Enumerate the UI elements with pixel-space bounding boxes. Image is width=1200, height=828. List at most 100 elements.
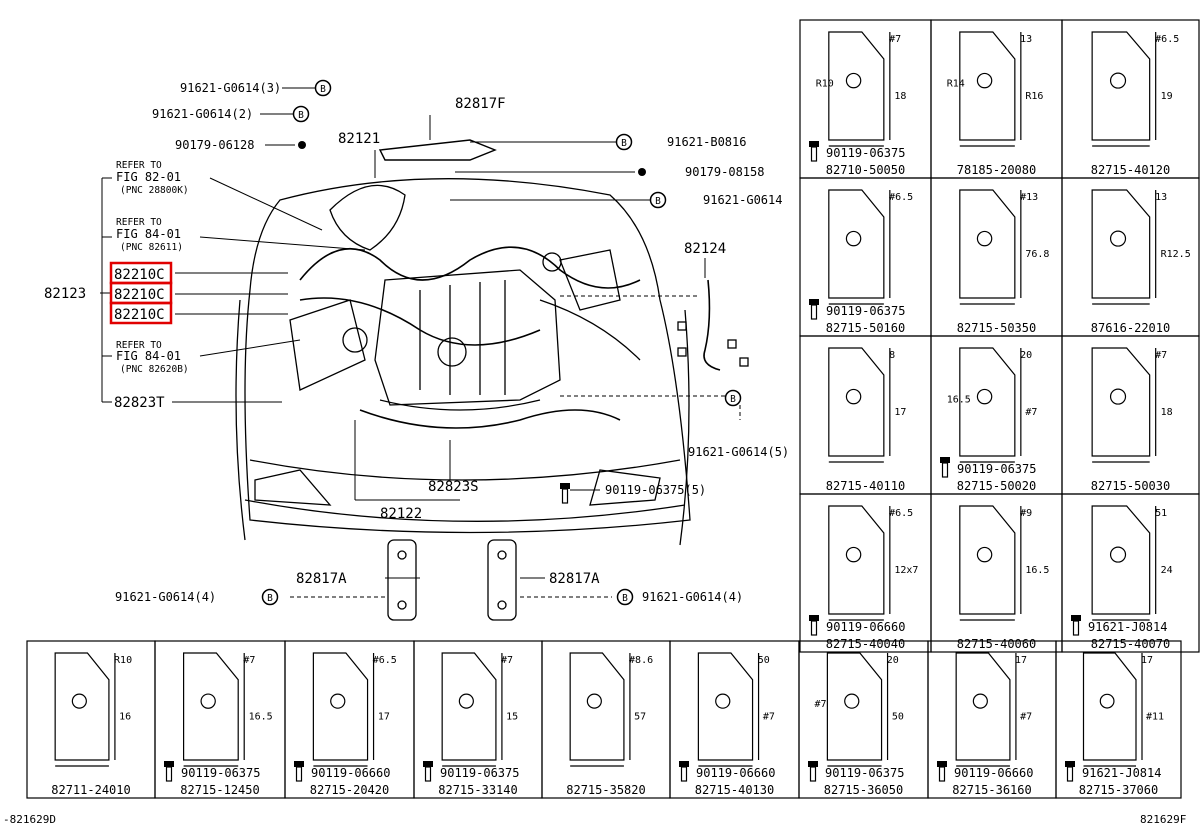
bracket-sketch xyxy=(1091,31,1157,147)
part-cell: 82715-40070 91621-J0814 51 24 xyxy=(1061,493,1200,653)
highlight-box[interactable]: 82210C xyxy=(109,281,173,305)
bolt-marker-b4: B xyxy=(649,191,667,209)
dimension-label: 76.8 xyxy=(1025,249,1049,260)
dimension-label: 57 xyxy=(634,712,646,723)
svg-text:(PNC 28800K): (PNC 28800K) xyxy=(120,185,189,196)
svg-text:FIG 82-01: FIG 82-01 xyxy=(116,170,181,184)
dimension-label: R14 xyxy=(947,78,965,89)
dimension-label: 18 xyxy=(894,91,906,102)
bolt-marker-b1: B xyxy=(314,79,332,97)
dimension-label: #7 xyxy=(501,655,513,666)
part-label: 91621-B0816 xyxy=(667,135,746,149)
dimension-label: 50 xyxy=(758,655,770,666)
dimension-label: 51 xyxy=(1155,508,1167,519)
bolt-icon xyxy=(807,760,819,782)
svg-text:FIG 84-01: FIG 84-01 xyxy=(116,227,181,241)
highlight-box[interactable]: 82210C xyxy=(109,261,173,285)
bolt-icon xyxy=(163,760,175,782)
dimension-label: 24 xyxy=(1161,565,1173,576)
bracket-sketch xyxy=(959,189,1022,305)
bracket-sketch xyxy=(828,505,891,621)
part-number: 87616-22010 xyxy=(1091,321,1170,335)
bolt-icon xyxy=(808,298,820,320)
refer-note: REFER TO FIG 82-01 (PNC 28800K) xyxy=(116,160,189,196)
fastener-label: 90119-06660 xyxy=(954,766,1033,780)
svg-text:B: B xyxy=(267,593,273,604)
leader-lines xyxy=(100,87,741,598)
dimension-label: 50 xyxy=(892,712,904,723)
part-cell: 82710-50050 90119-06375 #7 18 R10 xyxy=(799,19,932,179)
svg-text:B: B xyxy=(622,593,628,604)
part-number: 82715-35820 xyxy=(566,783,645,797)
bolt-icon xyxy=(1064,760,1076,782)
bracket-sketch xyxy=(959,31,1022,147)
part-number: 82715-50350 xyxy=(957,321,1036,335)
bracket-sketch xyxy=(1091,505,1157,621)
dimension-label: #8.6 xyxy=(629,655,653,666)
svg-text:FIG 84-01: FIG 84-01 xyxy=(116,349,181,363)
fastener-label: 91621-J0814 xyxy=(1082,766,1161,780)
dimension-label: #6.5 xyxy=(373,655,397,666)
part-label: 91621-G0614(4) xyxy=(115,590,216,604)
part-label: 82817A xyxy=(296,571,347,587)
dimension-label: 16.5 xyxy=(1025,565,1049,576)
part-cell: 82715-35820 #8.6 57 xyxy=(541,640,671,799)
highlight-box[interactable]: 82210C xyxy=(109,301,173,325)
nut-icon xyxy=(298,141,646,176)
part-label: 90179-06128 xyxy=(175,138,254,152)
dimension-label: #7 xyxy=(889,34,901,45)
part-number: 82711-24010 xyxy=(51,783,130,797)
part-cell: 82715-50030#718 xyxy=(1061,335,1200,495)
part-label: 82823T xyxy=(114,395,165,411)
svg-text:REFER TO: REFER TO xyxy=(116,160,162,171)
bracket-sketch xyxy=(959,505,1022,621)
part-label: 82817A xyxy=(549,571,600,587)
bracket-sketch xyxy=(54,652,116,767)
part-number: 82715-40070 xyxy=(1091,637,1170,651)
part-number: 82710-50050 xyxy=(826,163,905,177)
dimension-label: 16 xyxy=(119,712,131,723)
fastener-label: 90119-06375 xyxy=(181,766,260,780)
part-label: 91621-G0614(4) xyxy=(642,590,743,604)
svg-text:82210C: 82210C xyxy=(114,287,165,303)
dimension-label: 20 xyxy=(887,655,899,666)
part-number: 82715-50020 xyxy=(957,479,1036,493)
engine-bay-illustration xyxy=(235,139,749,621)
part-label: 90119-06375(5) xyxy=(605,483,706,497)
fastener-label: 91621-J0814 xyxy=(1088,620,1167,634)
fastener-label: 90119-06660 xyxy=(311,766,390,780)
part-number: 82715-36050 xyxy=(824,783,903,797)
part-number: 82715-37060 xyxy=(1079,783,1158,797)
part-number: 82715-12450 xyxy=(180,783,259,797)
svg-text:B: B xyxy=(621,138,627,149)
bolt-icon xyxy=(422,760,434,782)
catalog-code-right: 821629F xyxy=(1140,813,1186,826)
dimension-label: #6.5 xyxy=(889,192,913,203)
fastener-label: 90119-06375 xyxy=(826,146,905,160)
refer-note: REFER TO FIG 84-01 (PNC 82620B) xyxy=(116,340,189,375)
part-label: 82123 xyxy=(44,286,86,302)
bolt-marker-b3: B xyxy=(615,133,633,151)
dimension-label: R10 xyxy=(816,78,834,89)
dimension-label: 12x7 xyxy=(894,565,918,576)
dimension-label: #9 xyxy=(1020,508,1032,519)
part-label: 90179-08158 xyxy=(685,165,764,179)
dimension-label: 20 xyxy=(1020,350,1032,361)
bolt-icon xyxy=(293,760,305,782)
dimension-label: R12.5 xyxy=(1161,249,1191,260)
part-label: 91621-G0614(5) xyxy=(688,445,789,459)
bracket-sketch xyxy=(955,652,1017,767)
bolt-marker-b6: B xyxy=(261,588,279,606)
dimension-label: 8 xyxy=(889,350,895,361)
part-label: 91621-G0614(2) xyxy=(152,107,253,121)
